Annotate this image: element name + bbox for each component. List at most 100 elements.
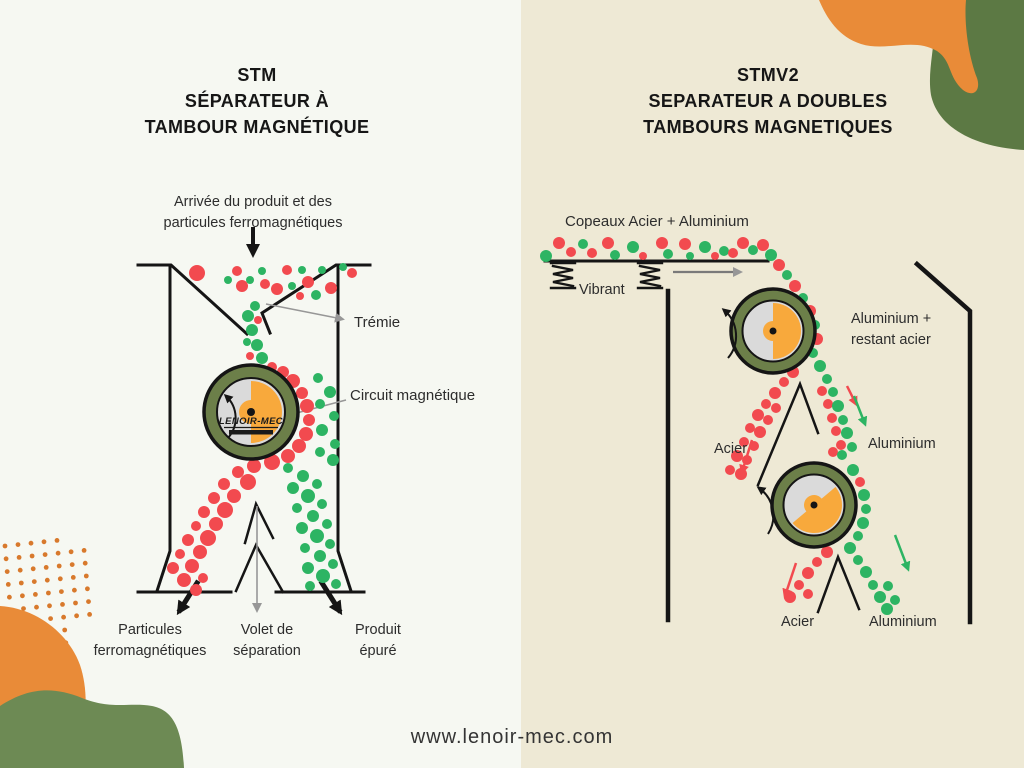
aluminium-particle-dot	[305, 581, 315, 591]
aluminium-particle-dot	[822, 374, 832, 384]
stmv2-wall-right	[913, 260, 973, 625]
aluminium-particle-dot	[327, 454, 339, 466]
aluminium-particle-dot	[627, 241, 639, 253]
decorative-dot	[30, 566, 36, 572]
aluminium-particle-dot	[318, 266, 326, 274]
aluminium-particle-dot	[314, 550, 326, 562]
splitter1-acier-label: Acier	[714, 441, 748, 457]
steel-particle-dot	[296, 387, 308, 399]
decorative-dot	[68, 549, 74, 555]
steel-particle-dot	[773, 259, 785, 271]
aluminium-particle-dot	[258, 267, 266, 275]
steel-flow-arrow	[739, 439, 754, 475]
lenoir-mec-logo: LENOIR-MEC	[219, 416, 283, 427]
decorative-dot	[62, 627, 68, 633]
stm-hopper-right	[260, 263, 372, 335]
aluminium-particle-dot	[828, 387, 838, 397]
aluminium-particle-dot	[288, 282, 296, 290]
aluminium-particle-dot	[243, 338, 251, 346]
steel-particle-dot	[232, 466, 244, 478]
spring-icon	[549, 261, 577, 290]
steel-particle-dot	[175, 549, 185, 559]
steel-particle-dot	[232, 266, 242, 276]
steel-particle-dot	[325, 282, 337, 294]
decorative-dot	[69, 562, 75, 567]
stmv2-drum-2	[756, 461, 858, 549]
aluminium-particle-dot	[860, 566, 872, 578]
aluminium-particle-dot	[330, 439, 340, 449]
decorative-dot	[18, 580, 24, 586]
steel-particle-dot	[303, 414, 315, 426]
stm-particle-stream	[167, 263, 357, 596]
decorative-dot	[34, 604, 39, 610]
steel-particle-dot	[779, 377, 789, 387]
steel-particle-dot	[812, 557, 822, 567]
steel-particle-dot	[553, 237, 565, 249]
decorative-dot	[59, 589, 64, 594]
aluminium-particle-dot	[311, 290, 321, 300]
aluminium-particle-dot	[890, 595, 900, 605]
aluminium-particle-dot	[224, 276, 232, 284]
aluminium-particle-dot	[297, 470, 309, 482]
steel-particle-dot	[264, 454, 280, 470]
steel-particle-dot	[208, 492, 220, 504]
decorative-dot	[31, 579, 37, 584]
steel-particle-dot	[240, 474, 256, 490]
decorative-dot	[21, 606, 26, 611]
aluminium-particle-dot	[317, 499, 327, 509]
stmv2-splitter-1	[756, 380, 820, 487]
decorative-dot	[33, 592, 38, 597]
aluminium-particle-dot	[844, 542, 856, 554]
vibrant-label: Vibrant	[579, 282, 625, 298]
aluminium-particle-dot	[242, 310, 254, 322]
stm-machine	[136, 227, 372, 616]
decorative-dot	[83, 573, 89, 579]
stm-feed-label: Arrivée du produit et des particules fer…	[163, 194, 343, 231]
decorative-dot	[73, 600, 78, 606]
steel-particle-dot	[300, 399, 314, 413]
stm-title: STM SÉPARATEUR À TAMBOUR MAGNÉTIQUE	[144, 65, 370, 137]
aluminium-particle-dot	[578, 239, 588, 249]
steel-particle-dot	[823, 399, 833, 409]
aluminium-particle-dot	[328, 559, 338, 569]
decorative-dot	[6, 594, 12, 600]
decorative-dot	[74, 613, 79, 619]
steel-particle-dot	[817, 386, 827, 396]
steel-particle-dot	[757, 239, 769, 251]
splitter2-acier-label: Acier	[781, 614, 815, 630]
steel-particle-dot	[236, 280, 248, 292]
stmv2-splitter-2	[816, 553, 861, 614]
right-panel-background	[521, 0, 1024, 768]
aluminium-particle-dot	[861, 504, 871, 514]
stmv2-drum-1	[721, 287, 817, 375]
aluminium-particle-dot	[814, 360, 826, 372]
steel-particle-dot	[745, 423, 755, 433]
aluminium-particle-dot	[331, 579, 341, 589]
aluminium-particle-dot	[300, 543, 310, 553]
decorative-dot	[20, 593, 25, 599]
steel-particle-dot	[198, 506, 210, 518]
aluminium-particle-dot	[292, 503, 302, 513]
decorative-dot	[87, 612, 92, 617]
decorative-dot	[4, 569, 10, 574]
steel-particle-dot	[639, 252, 647, 260]
aluminium-particle-dot	[287, 482, 299, 494]
decorative-dot	[86, 599, 91, 604]
decorative-dot	[28, 540, 34, 546]
steel-particle-dot	[271, 283, 283, 295]
aluminium-particle-dot	[256, 352, 268, 364]
decorative-dot	[47, 603, 52, 609]
decorative-dot	[61, 614, 66, 620]
aluminium-particle-dot	[748, 245, 758, 255]
decorative-dot	[56, 563, 62, 569]
decorative-dot	[55, 550, 61, 556]
steel-particle-dot	[725, 465, 735, 475]
steel-particle-dot	[296, 292, 304, 300]
steel-particle-dot	[260, 279, 270, 289]
aluminium-particle-dot	[315, 447, 325, 457]
aluminium-particle-dot	[329, 411, 339, 421]
aluminium-particle-dot	[610, 250, 620, 260]
